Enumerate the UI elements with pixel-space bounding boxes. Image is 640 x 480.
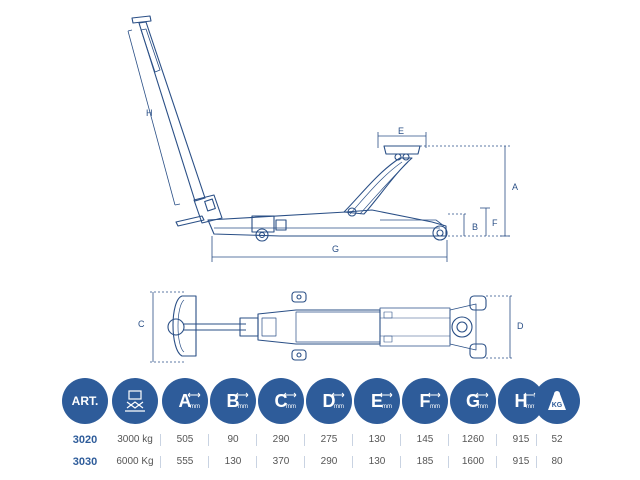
dim-label-g: G: [332, 244, 339, 254]
divider: [536, 456, 537, 468]
row-capacity: 3000 kg: [117, 434, 153, 445]
dim-label-b: B: [472, 222, 478, 232]
weight-icon-label: KG: [552, 402, 563, 409]
side-dimension-lines: [127, 29, 512, 262]
row-d: 275: [320, 434, 338, 445]
row-d: 290: [320, 456, 338, 467]
row-b: 90: [227, 434, 239, 445]
row-f: 185: [416, 456, 434, 467]
divider: [536, 434, 537, 446]
divider: [400, 434, 401, 446]
badge-art: ART.: [62, 378, 108, 424]
dim-label-a: A: [512, 182, 518, 192]
weight-icon: KG: [534, 378, 580, 424]
dim-label-f: F: [492, 218, 498, 228]
row-art: 3020: [72, 434, 98, 446]
table-row: 3030 6000 Kg 555 130 370 290 130 185 160…: [60, 454, 580, 470]
divider: [256, 434, 257, 446]
row-capacity: 6000 Kg: [116, 456, 154, 467]
row-f: 145: [416, 434, 434, 445]
row-kg: 52: [551, 434, 563, 445]
row-g: 1260: [461, 434, 485, 445]
row-e: 130: [368, 434, 386, 445]
divider: [160, 456, 161, 468]
divider: [448, 434, 449, 446]
dim-label-e: E: [398, 126, 404, 136]
row-h: 915: [512, 456, 530, 467]
divider: [304, 456, 305, 468]
dim-label-d: D: [517, 321, 524, 331]
row-c: 290: [272, 434, 290, 445]
row-art: 3030: [72, 456, 98, 468]
row-g: 1600: [461, 456, 485, 467]
row-kg: 80: [551, 456, 563, 467]
table-row: 3020 3000 kg 505 90 290 275 130 145 1260…: [60, 432, 580, 448]
jack-technical-drawing: H E A B F G C D: [127, 15, 524, 363]
side-view: [131, 15, 448, 242]
row-b: 130: [224, 456, 242, 467]
top-dimension-lines: [150, 291, 514, 363]
divider: [160, 434, 161, 446]
row-a: 505: [176, 434, 194, 445]
divider: [256, 456, 257, 468]
jack-capacity-icon: [112, 378, 158, 424]
row-e: 130: [368, 456, 386, 467]
top-view: [167, 291, 487, 361]
divider: [496, 434, 497, 446]
dim-label-h: H: [146, 108, 153, 118]
divider: [448, 456, 449, 468]
row-h: 915: [512, 434, 530, 445]
row-c: 370: [272, 456, 290, 467]
divider: [400, 456, 401, 468]
divider: [208, 456, 209, 468]
divider: [352, 434, 353, 446]
divider: [304, 434, 305, 446]
divider: [208, 434, 209, 446]
dim-label-c: C: [138, 319, 145, 329]
divider: [352, 456, 353, 468]
divider: [496, 456, 497, 468]
row-a: 555: [176, 456, 194, 467]
